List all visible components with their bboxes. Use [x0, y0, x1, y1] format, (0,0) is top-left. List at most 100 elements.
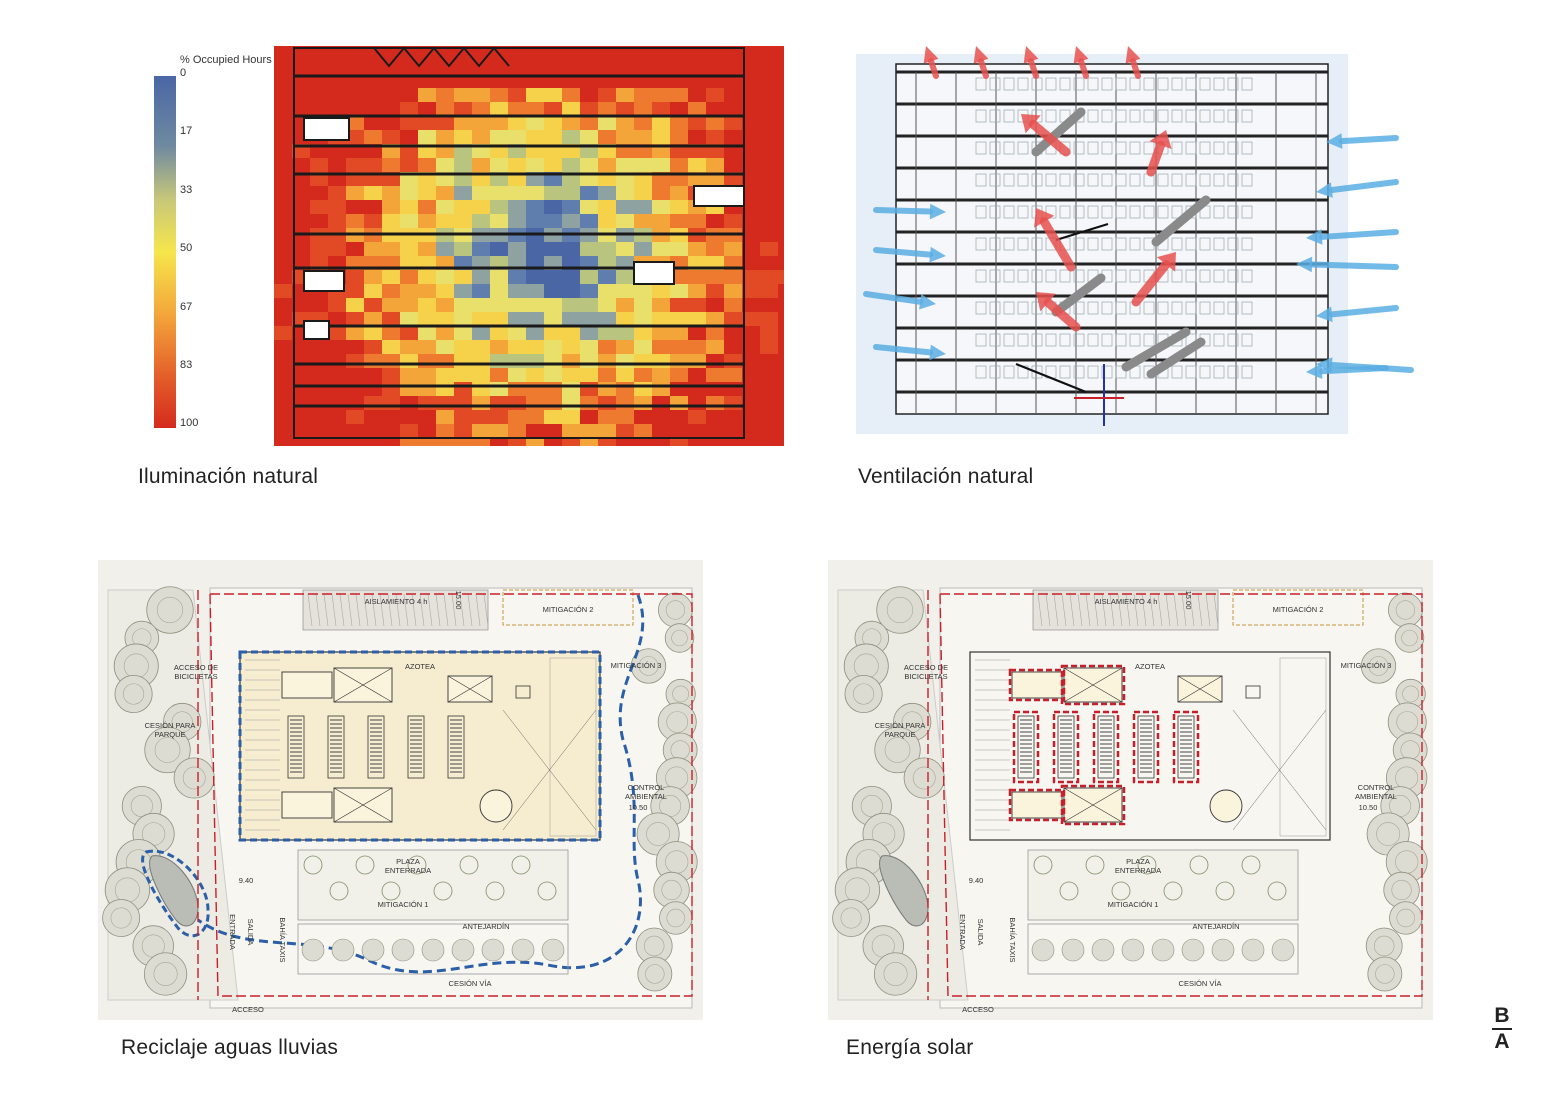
ramp-hatch: [307, 593, 313, 627]
heatmap-cell: [562, 382, 580, 396]
tree-symbol: [153, 962, 178, 986]
heatmap-cell: [526, 312, 544, 326]
heatmap-cell: [706, 102, 724, 116]
window-pane: [1101, 237, 1113, 251]
tree-symbol: [301, 938, 325, 962]
heatmap-cell: [400, 312, 418, 326]
heatmap-cell: [418, 200, 436, 214]
tree-symbol: [114, 674, 153, 714]
heatmap-cell: [778, 410, 784, 424]
window-pane: [989, 333, 1001, 347]
heatmap-cell: [724, 368, 742, 382]
window-pane: [1045, 205, 1057, 219]
window-pane: [1101, 205, 1113, 219]
window-pane: [989, 301, 1001, 315]
heatmap-cell: [400, 438, 418, 446]
window-pane: [1073, 141, 1085, 155]
tree-symbol: [1368, 656, 1389, 676]
label-antejardin: ANTEJARDÍN: [1192, 922, 1239, 931]
heatmap-cell: [346, 116, 364, 130]
window-pane: [1157, 173, 1169, 187]
window-pane: [1101, 141, 1113, 155]
heatmap-cell: [508, 46, 526, 60]
heatmap-cell: [436, 368, 454, 382]
heatmap-cell: [526, 158, 544, 172]
heatmap-cell: [400, 186, 418, 200]
heatmap-cell: [562, 116, 580, 130]
heatmap-cell: [364, 354, 382, 368]
window-pane: [1227, 365, 1239, 379]
warm-air-rise-arrow: [1028, 119, 1071, 157]
heatmap-cell: [742, 116, 760, 130]
heatmap-cell: [418, 410, 436, 424]
heatmap-cell: [310, 424, 328, 438]
cool-air-inlet-arrow: [1328, 179, 1399, 194]
heatmap-cell: [364, 410, 382, 424]
label-acceso-bicicletas-2: BICICLETAS: [904, 672, 947, 681]
heatmap-cell: [454, 382, 472, 396]
heatmap-cell: [598, 242, 616, 256]
window-pane: [1143, 333, 1155, 347]
window-pane: [1241, 141, 1253, 155]
heatmap-cell: [508, 116, 526, 130]
warm-air-rise-arrow: [1131, 259, 1171, 307]
tree-symbol: [886, 596, 914, 624]
heatmap-cell: [328, 424, 346, 438]
heatmap-cell: [652, 88, 670, 102]
heatmap-cell: [418, 88, 436, 102]
heatmap-cell: [742, 200, 760, 214]
heatmap-cell: [652, 116, 670, 130]
heatmap-cell: [526, 60, 544, 74]
heatmap-cell: [490, 424, 508, 438]
heatmap-cell: [346, 130, 364, 144]
heatmap-cell: [490, 354, 508, 368]
tree-symbol: [451, 938, 475, 962]
ramp-hatch: [1077, 593, 1083, 627]
window-pane: [975, 173, 987, 187]
label-control-ambiental: CONTROL: [1358, 783, 1395, 792]
window-pane: [1101, 173, 1113, 187]
palm-symbol: [1215, 881, 1235, 901]
window-pane: [1003, 301, 1015, 315]
tree-symbol: [646, 822, 671, 846]
heatmap-cell: [436, 284, 454, 298]
heatmap-cell: [634, 438, 652, 446]
logo-letter-top: B: [1494, 1004, 1510, 1027]
heatmap-cell: [274, 200, 292, 214]
color-scale-bar: [154, 76, 176, 428]
tree-symbol: [840, 907, 862, 929]
heatmap-cell: [778, 186, 784, 200]
heatmap-cell: [526, 270, 544, 284]
heatmap-cell: [706, 410, 724, 424]
heatmap-cell: [724, 270, 742, 284]
label-aislamiento: AISLAMIENTO 4 h: [365, 597, 428, 606]
heatmap-cell: [454, 116, 472, 130]
heatmap-cell: [490, 270, 508, 284]
heatmap-cell: [742, 270, 760, 284]
heatmap-cell: [652, 368, 670, 382]
heatmap-cell: [724, 102, 742, 116]
palm-symbol: [381, 881, 401, 901]
heatmap-cell: [472, 354, 490, 368]
window-pane: [1101, 77, 1113, 91]
window-pane: [1115, 269, 1127, 283]
window-pane: [989, 237, 1001, 251]
window-pane: [1003, 109, 1015, 123]
window-pane: [1045, 333, 1057, 347]
heatmap-cell: [400, 214, 418, 228]
heatmap-cell: [418, 396, 436, 410]
heatmap-cell: [580, 340, 598, 354]
ramp-hatch: [467, 593, 473, 627]
heatmap-cell: [292, 340, 310, 354]
tree-symbol: [1121, 938, 1145, 962]
palm-symbol: [407, 855, 427, 875]
heatmap-cell: [310, 46, 328, 60]
heatmap-cell: [310, 242, 328, 256]
heatmap-cell: [778, 102, 784, 116]
heatmap-cell: [580, 298, 598, 312]
heatmap-cell: [490, 214, 508, 228]
solar-panel-row: [1137, 715, 1155, 779]
heatmap-cell: [454, 242, 472, 256]
heatmap-cell: [688, 46, 706, 60]
label-entrada: ENTRADA: [228, 914, 237, 950]
